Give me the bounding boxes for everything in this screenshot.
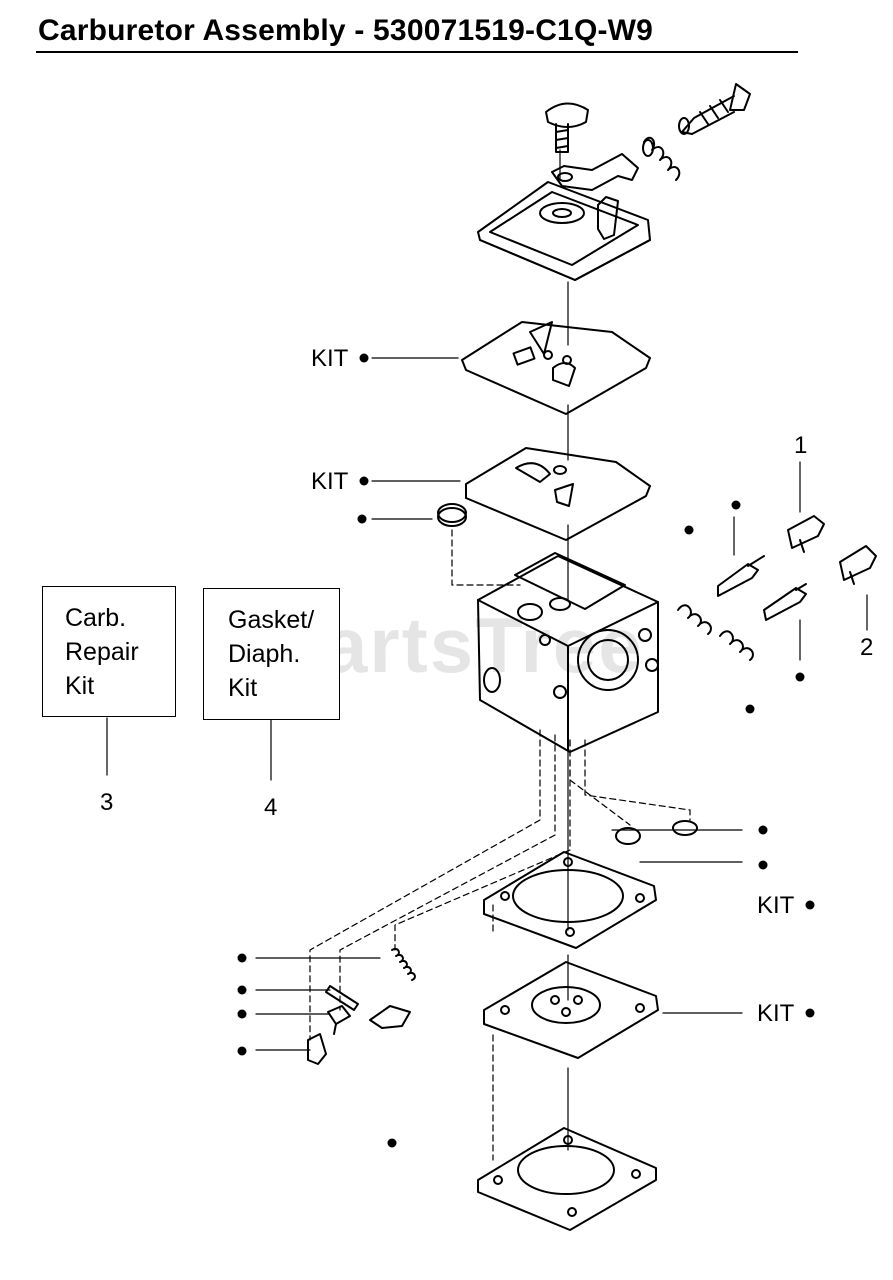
kit-label-upper-gasket: KIT xyxy=(311,468,349,495)
metering-spring xyxy=(391,947,416,981)
carb-repair-kit-line-3: Kit xyxy=(65,672,95,700)
idle-spring xyxy=(642,117,690,181)
throttle-lever xyxy=(551,153,639,191)
carb-repair-kit-line-1: Carb. xyxy=(65,604,127,632)
carb-repair-kit-line-2: Repair xyxy=(65,638,139,666)
kit-label-metering-gasket: KIT xyxy=(757,892,795,919)
reference-dots xyxy=(237,353,815,1148)
gasket-diaph-kit-box: Gasket/ Diaph. Kit xyxy=(203,588,340,720)
lever-screw xyxy=(327,1005,351,1035)
upper-gasket xyxy=(465,447,651,541)
diagram-title: Carburetor Assembly - 530071519-C1Q-W9 xyxy=(38,14,654,47)
title-underline xyxy=(36,51,798,53)
reference-number-3: 3 xyxy=(100,789,114,816)
idle-screw xyxy=(681,83,751,135)
metering-gasket xyxy=(483,851,657,949)
cover-screw xyxy=(545,102,589,153)
high-speed-needle xyxy=(677,555,765,635)
limiter-cap-1 xyxy=(787,515,825,553)
gasket-diaph-kit-line-2: Diaph. xyxy=(228,640,301,668)
reference-number-4: 4 xyxy=(264,794,278,821)
inlet-needle xyxy=(307,1033,327,1065)
limiter-cap-2 xyxy=(839,545,877,585)
reference-number-2: 2 xyxy=(860,634,874,661)
reference-number-1: 1 xyxy=(794,432,808,459)
carburetor-body xyxy=(477,552,659,753)
pump-cover xyxy=(477,181,651,281)
gasket-diaph-kit-text: Gasket/ Diaph. Kit xyxy=(228,603,314,705)
low-speed-needle xyxy=(719,583,807,661)
metering-lever xyxy=(369,1005,411,1029)
kit-label-metering-diaphragm: KIT xyxy=(757,1000,795,1027)
lever-pin xyxy=(325,985,359,1011)
carb-repair-kit-box: Carb. Repair Kit xyxy=(42,586,176,717)
metering-cover xyxy=(477,1127,657,1231)
small-screen-b xyxy=(672,820,698,836)
carb-repair-kit-text: Carb. Repair Kit xyxy=(65,601,139,703)
gasket-diaph-kit-line-3: Kit xyxy=(228,674,258,702)
small-screen-a xyxy=(615,827,641,845)
inlet-screen xyxy=(437,503,467,527)
gasket-diaph-kit-line-1: Gasket/ xyxy=(228,606,315,634)
kit-label-upper-diaphragm: KIT xyxy=(311,345,349,372)
leader-lines xyxy=(106,149,868,1161)
metering-diaphragm xyxy=(483,961,659,1059)
upper-diaphragm xyxy=(461,321,651,415)
